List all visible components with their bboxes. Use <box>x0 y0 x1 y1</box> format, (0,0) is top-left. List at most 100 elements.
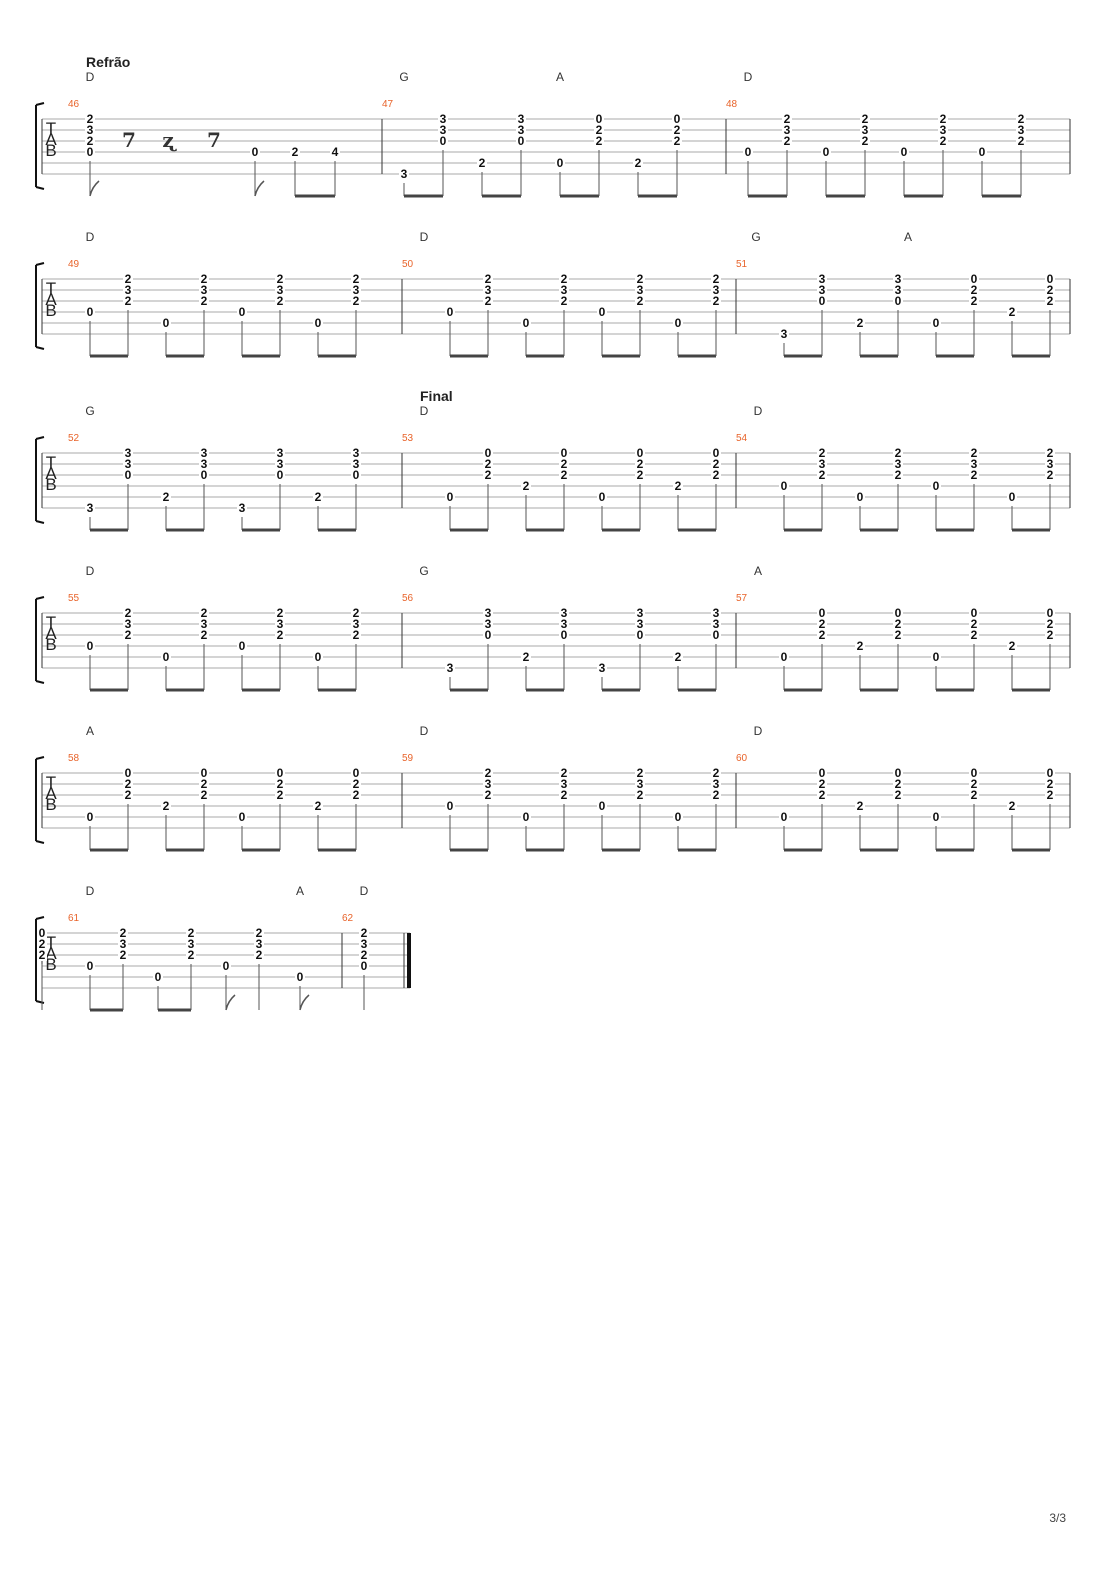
fret-backdrop <box>85 503 95 514</box>
fret-backdrop <box>1045 630 1055 641</box>
fret-number: 2 <box>1009 639 1016 653</box>
fret-backdrop <box>237 641 247 652</box>
measure-number: 49 <box>68 259 80 270</box>
fret-number: 2 <box>1047 628 1054 642</box>
fret-number: 2 <box>675 650 682 664</box>
fret-number: 3 <box>895 283 902 297</box>
tab-clef-letter: B <box>45 795 56 814</box>
fret-backdrop <box>597 307 607 318</box>
fret-backdrop <box>817 285 827 296</box>
fret-backdrop <box>85 812 95 823</box>
fret-number: 0 <box>201 468 208 482</box>
tab-clef-letter: A <box>45 944 57 963</box>
fret-backdrop <box>85 307 95 318</box>
fret-number: 0 <box>713 446 720 460</box>
fret-backdrop <box>186 928 196 939</box>
fret-number: 2 <box>674 123 681 137</box>
fret-number: 2 <box>39 948 46 962</box>
fret-backdrop <box>445 663 455 674</box>
fret-number: 3 <box>561 606 568 620</box>
fret-backdrop <box>153 972 163 983</box>
fret-number: 0 <box>561 628 568 642</box>
fret-number: 0 <box>596 112 603 126</box>
fret-number: 2 <box>353 788 360 802</box>
fret-number: 0 <box>201 766 208 780</box>
fret-number: 3 <box>561 617 568 631</box>
fret-number: 3 <box>862 123 869 137</box>
fret-number: 2 <box>125 606 132 620</box>
fret-backdrop <box>779 329 789 340</box>
fret-number: 3 <box>277 617 284 631</box>
chord-name: A <box>556 70 564 84</box>
fret-backdrop <box>123 470 133 481</box>
fret-number: 3 <box>561 283 568 297</box>
fret-backdrop <box>123 274 133 285</box>
fret-number: 2 <box>277 294 284 308</box>
fret-backdrop <box>161 492 171 503</box>
fret-backdrop <box>782 136 792 147</box>
fret-backdrop <box>483 790 493 801</box>
fret-backdrop <box>199 630 209 641</box>
measure-number: 50 <box>402 259 414 270</box>
fret-backdrop <box>559 470 569 481</box>
fret-backdrop <box>893 296 903 307</box>
fret-backdrop <box>313 652 323 663</box>
fret-backdrop <box>969 296 979 307</box>
fret-backdrop <box>635 448 645 459</box>
fret-number: 2 <box>971 446 978 460</box>
fret-number: 2 <box>523 479 530 493</box>
fret-number: 2 <box>713 294 720 308</box>
fret-number: 0 <box>277 766 284 780</box>
fret-backdrop <box>199 459 209 470</box>
fret-number: 3 <box>353 283 360 297</box>
fret-number: 2 <box>713 457 720 471</box>
fret-number: 2 <box>561 766 568 780</box>
fret-number: 3 <box>87 123 94 137</box>
fret-backdrop <box>1045 608 1055 619</box>
fret-number: 2 <box>637 788 644 802</box>
fret-number: 2 <box>1047 283 1054 297</box>
fret-backdrop <box>1045 619 1055 630</box>
fret-backdrop <box>559 619 569 630</box>
fret-number: 3 <box>239 501 246 515</box>
fret-number: 2 <box>120 948 127 962</box>
fret-number: 2 <box>895 468 902 482</box>
fret-backdrop <box>438 125 448 136</box>
fret-number: 2 <box>277 272 284 286</box>
fret-number: 3 <box>713 617 720 631</box>
fret-backdrop <box>711 448 721 459</box>
fret-backdrop <box>199 619 209 630</box>
fret-number: 3 <box>518 112 525 126</box>
fret-number: 2 <box>188 948 195 962</box>
fret-backdrop <box>893 448 903 459</box>
chord-name: D <box>754 724 763 738</box>
fret-backdrop <box>359 961 369 972</box>
fret-backdrop <box>711 619 721 630</box>
fret-backdrop <box>483 768 493 779</box>
fret-backdrop <box>860 125 870 136</box>
tab-clef-letter: B <box>45 141 56 160</box>
fret-backdrop <box>893 790 903 801</box>
fret-number: 3 <box>201 446 208 460</box>
tab-clef-letter: A <box>45 290 57 309</box>
fret-backdrop <box>199 274 209 285</box>
fret-number: 2 <box>637 294 644 308</box>
fret-number: 2 <box>713 272 720 286</box>
fret-backdrop <box>118 939 128 950</box>
fret-backdrop <box>521 652 531 663</box>
fret-backdrop <box>275 790 285 801</box>
fret-number: 0 <box>315 316 322 330</box>
fret-number: 2 <box>857 799 864 813</box>
measure-number: 47 <box>382 99 394 110</box>
fret-backdrop <box>1007 641 1017 652</box>
fret-number: 2 <box>201 294 208 308</box>
fret-backdrop <box>199 285 209 296</box>
fret-number: 0 <box>901 145 908 159</box>
fret-number: 2 <box>1047 468 1054 482</box>
fret-number: 3 <box>188 937 195 951</box>
fret-backdrop <box>521 481 531 492</box>
